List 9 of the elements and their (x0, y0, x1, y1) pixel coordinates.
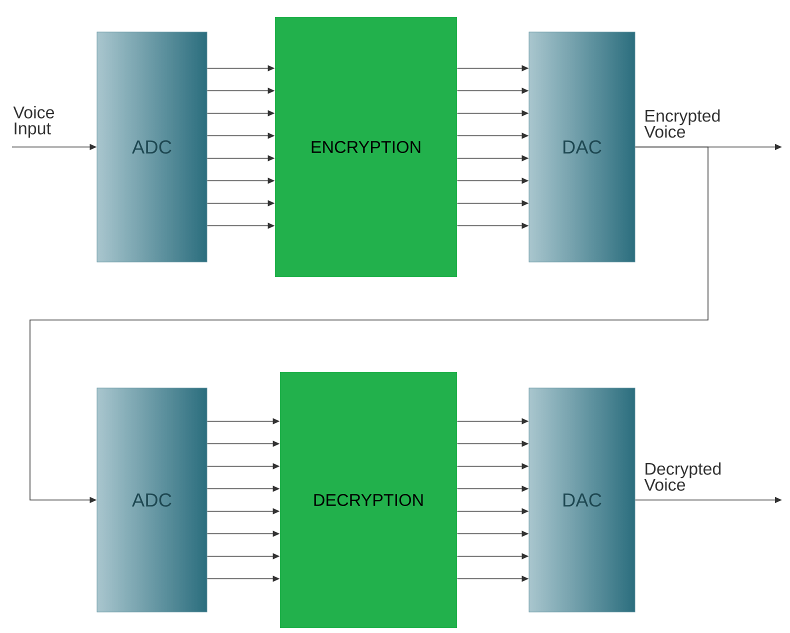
converter-box: ADC (96, 388, 208, 612)
converter-box: DAC (528, 388, 636, 612)
cipher-block: ENCRYPTION (275, 17, 457, 277)
converter-box: DAC (528, 32, 636, 262)
edge-label: Decrypted Voice (644, 462, 721, 491)
converter-box: ADC (96, 32, 208, 262)
edge-label: Voice Input (13, 106, 54, 138)
cipher-block: DECRYPTION (280, 372, 457, 628)
edge-label: Encrypted Voice (644, 109, 720, 138)
